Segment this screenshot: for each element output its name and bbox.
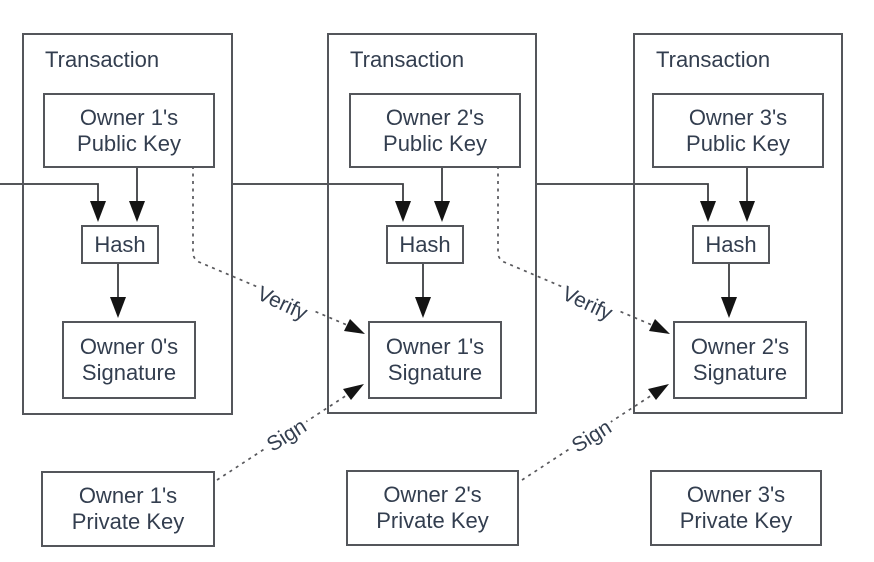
- signature-2-line2: Signature: [387, 360, 483, 385]
- signature-box-3: Owner 2's Signature: [673, 321, 807, 399]
- private-key-2-line1: Owner 2's: [383, 482, 482, 507]
- public-key-box-1: Owner 1's Public Key: [43, 93, 215, 168]
- signature-box-2: Owner 1's Signature: [368, 321, 502, 399]
- hash-2-label: Hash: [399, 231, 451, 257]
- public-key-2-line2: Public Key: [383, 130, 487, 156]
- chain-line-into-hash-3: [537, 183, 716, 222]
- verify-arrow-2: [497, 166, 670, 334]
- pubkey-to-hash-arrow-1: [129, 166, 145, 222]
- signature-3-line1: Owner 2's: [690, 334, 790, 359]
- private-key-box-1: Owner 1's Private Key: [41, 471, 215, 547]
- transaction-box-2: Transaction Owner 2's Public Key Hash Ow…: [327, 33, 537, 414]
- hash-1-label: Hash: [94, 231, 146, 257]
- hash-box-2: Hash: [386, 225, 464, 264]
- verify-arrow-1: [192, 166, 365, 334]
- hash-box-3: Hash: [692, 225, 770, 264]
- public-key-1-line1: Owner 1's: [79, 104, 179, 130]
- transaction-title-2: Transaction: [350, 47, 465, 72]
- transaction-title-1: Transaction: [45, 47, 160, 72]
- signature-1-line1: Owner 0's: [79, 334, 179, 359]
- private-key-2-line2: Private Key: [376, 508, 489, 533]
- signature-1-line2: Signature: [81, 360, 177, 385]
- hash-to-signature-arrow-1: [110, 262, 126, 318]
- public-key-2-line1: Owner 2's: [385, 104, 485, 130]
- hash-to-signature-arrow-2: [415, 263, 431, 318]
- private-key-box-2: Owner 2's Private Key: [346, 470, 519, 546]
- signature-2-line1: Owner 1's: [385, 334, 485, 359]
- transaction-title-3: Transaction: [656, 47, 771, 72]
- public-key-3-line2: Public Key: [686, 130, 790, 156]
- public-key-3-line1: Owner 3's: [688, 104, 788, 130]
- transaction-box-3: Transaction Owner 3's Public Key Hash Ow…: [633, 33, 843, 414]
- chain-line-into-hash-2: [233, 183, 411, 222]
- public-key-box-3: Owner 3's Public Key: [652, 93, 824, 168]
- pubkey-to-hash-arrow-3: [739, 166, 755, 222]
- public-key-1-line2: Public Key: [77, 130, 181, 156]
- private-key-1-line2: Private Key: [71, 509, 185, 534]
- pubkey-to-hash-arrow-2: [434, 166, 450, 222]
- chain-line-into-hash-1: [0, 183, 106, 222]
- hash-3-label: Hash: [705, 231, 757, 257]
- private-key-3-line1: Owner 3's: [686, 482, 786, 507]
- hash-to-signature-arrow-3: [721, 263, 737, 318]
- private-key-3-line2: Private Key: [679, 508, 793, 533]
- public-key-box-2: Owner 2's Public Key: [349, 93, 521, 168]
- private-key-box-3: Owner 3's Private Key: [650, 470, 822, 546]
- private-key-1-line1: Owner 1's: [78, 483, 178, 508]
- hash-box-1: Hash: [81, 225, 159, 264]
- transaction-box-1: Transaction Owner 1's Public Key Hash Ow…: [22, 33, 233, 415]
- signature-3-line2: Signature: [692, 360, 788, 385]
- signature-box-1: Owner 0's Signature: [62, 321, 196, 399]
